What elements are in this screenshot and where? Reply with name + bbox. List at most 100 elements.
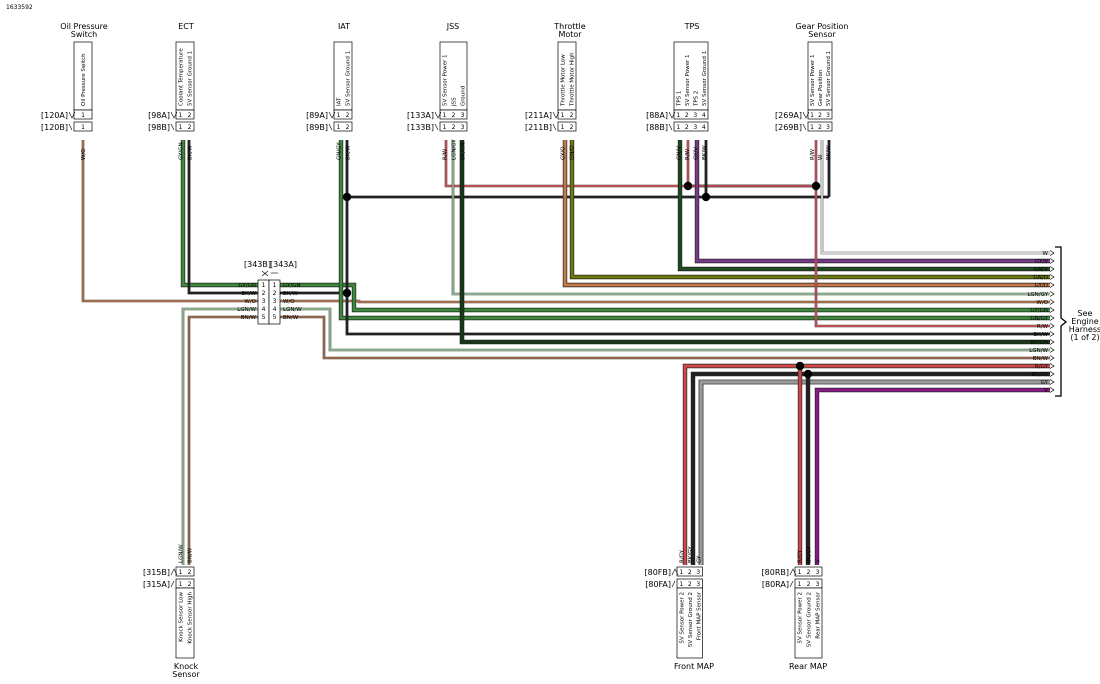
jss-circuit-1: JSS <box>452 97 458 107</box>
bus-arrow-icon <box>1049 250 1055 256</box>
splice-dot-4 <box>811 181 821 191</box>
iat-pin-b-1: 2 <box>346 124 350 131</box>
wire-jss-bkgn <box>460 140 1050 344</box>
gear-pin-a-2: 3 <box>826 112 830 119</box>
oil_pressure-conn-b: [120B] <box>41 123 68 132</box>
front_map-conn-icon-b <box>671 580 676 588</box>
gear-circuit-1: Gear Position <box>818 69 824 106</box>
bus-label-13: BN/W <box>1033 356 1049 362</box>
gear-conn-a: [269A] <box>775 111 802 120</box>
front_map-pin-b-2: 3 <box>696 581 700 588</box>
gear-pin-b-1: 2 <box>818 124 822 131</box>
connector-343a-body <box>268 279 281 325</box>
hc-right-wire-0: GY/GN <box>283 283 301 289</box>
rear_map-pin-b-2: 3 <box>816 581 820 588</box>
iat-title-0: IAT <box>338 22 350 31</box>
front_map-wire-label-1: BK/GY <box>688 546 694 563</box>
hc-left-wire-3: LGN/W <box>237 307 256 313</box>
tps-conn-a: [88A] <box>646 111 668 120</box>
tps-pin-a-3: 4 <box>702 112 706 119</box>
tps-circuit-0: TPS 1 <box>676 91 682 107</box>
hc-pin-b-1: 2 <box>262 290 266 297</box>
front_map-pin-a-0: 1 <box>679 569 683 576</box>
ect-title-0: ECT <box>178 22 194 31</box>
iat-pin-row-b <box>333 121 353 132</box>
jss-pin-a-2: 3 <box>461 112 465 119</box>
jss-body <box>439 41 468 111</box>
iat-pin-a-0: 1 <box>337 112 341 119</box>
tps-wire-label-1: R/W <box>685 148 691 160</box>
jss-wire-label-0: R/W <box>443 148 449 160</box>
wire-fmap-bkgy <box>691 372 1050 565</box>
oil_pressure-conn-icon-b <box>68 123 73 131</box>
bus-arrow-icon <box>1049 266 1055 272</box>
bus-label-1: GY/V <box>1035 259 1048 265</box>
front_map-wire-label-0: R/GY <box>679 549 685 563</box>
bus-arrow-icon <box>1049 291 1055 297</box>
gear-conn-b: [269B] <box>775 123 802 132</box>
rear_map-conn-icon <box>789 568 797 576</box>
knock-pin-a-1: 2 <box>188 569 192 576</box>
rear_map-wire-label-1: BK/GY <box>807 546 813 563</box>
splice-dot-5 <box>795 361 805 371</box>
rear_map-conn-b: [80RA] <box>762 580 789 589</box>
jss-conn-a: [133A] <box>407 111 434 120</box>
throttle-title-1: Motor <box>558 30 582 39</box>
rear_map-pin-row-a <box>794 566 823 577</box>
knock-pin-a-0: 1 <box>179 569 183 576</box>
tps-pin-b-2: 3 <box>693 124 697 131</box>
bus-label-12: LGN/W <box>1029 348 1048 354</box>
bus-label-15: BK/GY <box>1031 372 1048 378</box>
rear_map-pin-a-0: 1 <box>798 569 802 576</box>
ect-pin-b-0: 1 <box>179 124 183 131</box>
bus-arrow-icon <box>1049 355 1055 361</box>
bus-arrow-icon <box>1049 299 1055 305</box>
rear_map-conn-a: [80RB] <box>762 568 789 577</box>
knock-conn-icon-b <box>170 580 175 588</box>
hc-pin-b-0: 1 <box>262 282 266 289</box>
hc-right-wire-4: BN/W <box>283 315 299 321</box>
oil_pressure-title-0: Oil Pressure <box>60 22 108 31</box>
rear_map-pin-a-2: 3 <box>816 569 820 576</box>
bus-arrow-icon <box>1049 379 1055 385</box>
see-note-line-4: (1 of 2) <box>1070 333 1099 342</box>
throttle-circuit-1: Throttle Motor High <box>570 52 576 107</box>
throttle-pin-row-b <box>557 121 577 132</box>
throttle-title-0: Throttle <box>553 22 585 31</box>
wire-ect-bkw <box>188 140 258 294</box>
wire-rmap-v-outline <box>814 387 1050 565</box>
wire-ect-gygn <box>181 140 258 287</box>
front_map-pin-a-1: 2 <box>688 569 692 576</box>
tps-conn-b: [88B] <box>646 123 668 132</box>
jss-pin-a-1: 2 <box>452 112 456 119</box>
ect-circuit-0: Coolant Temperature <box>179 48 185 106</box>
front_map-conn-icon <box>671 568 679 576</box>
knock-body <box>175 587 195 659</box>
bus-label-9: R/W <box>1037 324 1049 330</box>
wire-bnw-bus-outline <box>280 315 1050 360</box>
oil_pressure-circuit-0: Oil Pressure Switch <box>81 53 87 106</box>
front_map-conn-a: [80FB] <box>644 568 671 577</box>
bus-label-5: LGN/GY <box>1027 292 1048 298</box>
ect-circuit-1: 5V Sensor Ground 1 <box>188 51 194 106</box>
front_map-wire-label-2: GY <box>696 555 702 563</box>
jss-pin-b-1: 2 <box>452 124 456 131</box>
see-note-line-3: Harness <box>1069 325 1100 334</box>
rear_map-circuit-0: 5V Sensor Power 2 <box>798 592 804 644</box>
throttle-pin-b-1: 2 <box>570 124 574 131</box>
oil_pressure-conn-a: [120A] <box>41 111 68 120</box>
gear-circuit-2: 5V Sensor Ground 1 <box>826 51 832 106</box>
throttle-wire-label-1: GN/O <box>570 145 576 160</box>
rear_map-pin-b-1: 2 <box>807 581 811 588</box>
bus-label-11: BK/GN <box>1030 340 1048 346</box>
wire-tm-gno <box>570 140 1050 279</box>
front_map-title-0: Front MAP <box>674 662 714 671</box>
gear-pin-b-0: 1 <box>810 124 814 131</box>
bus-label-6: W/O <box>1036 300 1048 306</box>
jss-wire-label-1: LGN/GY <box>452 139 458 160</box>
ect-conn-icon-b <box>170 123 175 131</box>
knock-pin-b-0: 1 <box>179 581 183 588</box>
tps-pin-b-1: 2 <box>685 124 689 131</box>
